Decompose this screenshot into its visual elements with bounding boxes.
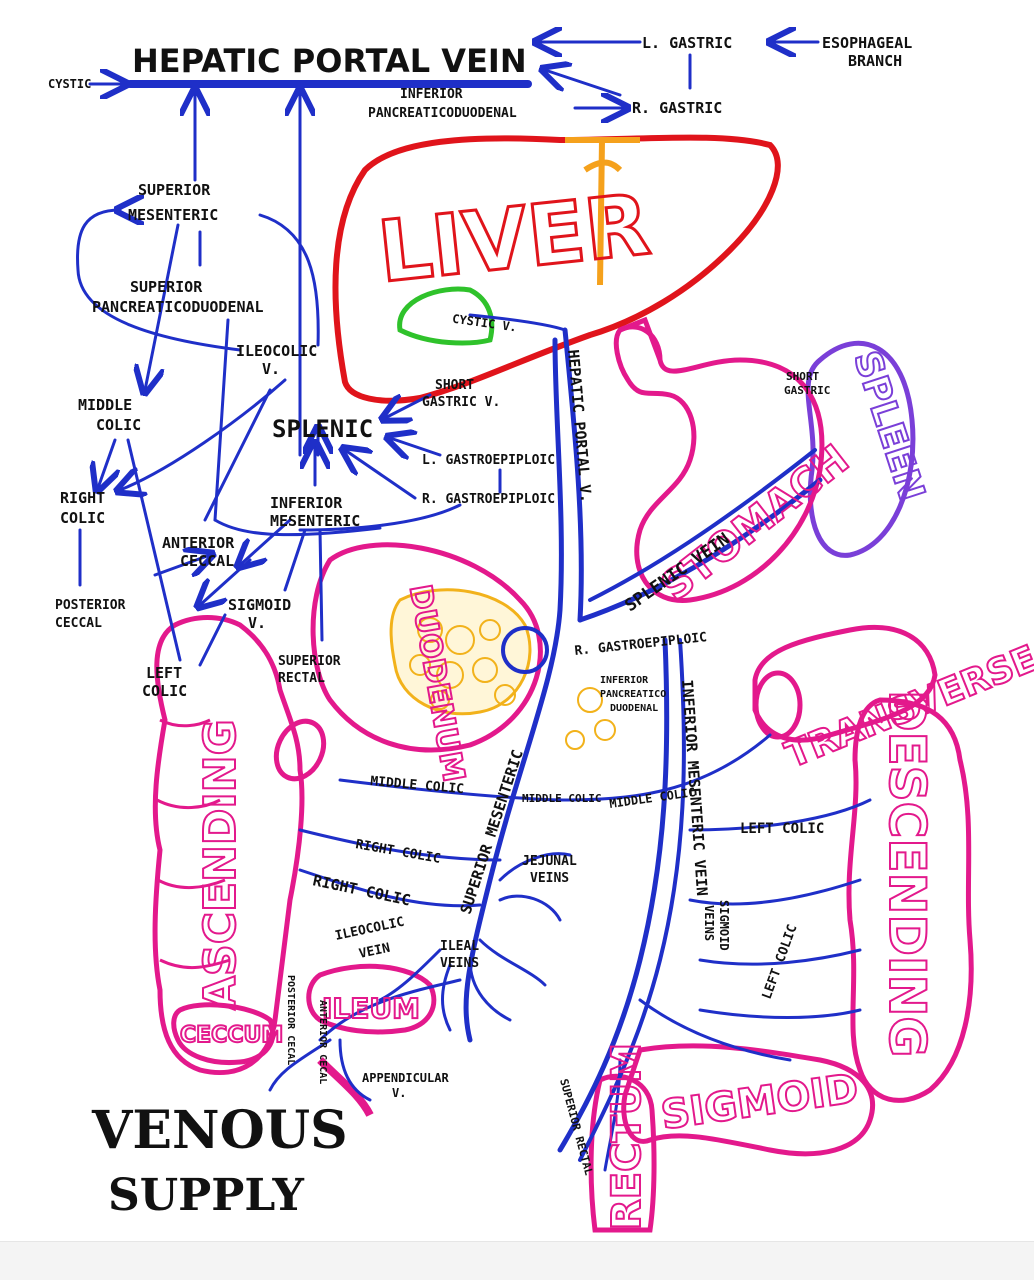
organ-liver: LIVER	[374, 175, 655, 301]
label-ileocolic-vein-2: VEIN	[358, 941, 392, 962]
label-sigmoid-v-2: V.	[248, 614, 266, 632]
label-inf-panc-duod-2: PANCREATICODUODENAL	[368, 106, 517, 121]
organ-rectum: RECTUM	[604, 1043, 650, 1230]
label-inf-panc-duod-small-1: INFERIOR	[600, 675, 649, 686]
label-ileocolic-2: V.	[262, 360, 280, 378]
label-jejunal-2: VEINS	[530, 871, 569, 886]
vein-network	[76, 42, 872, 1172]
label-inf-panc-duod-small-3: DUODENAL	[610, 703, 658, 714]
title-hepatic-portal-vein: HEPATIC PORTAL VEIN	[132, 42, 527, 80]
label-short-gastric-r-2: GASTRIC	[784, 384, 830, 397]
label-left-colic-inline-1: LEFT COLIC	[740, 821, 824, 837]
label-left-colic-2: COLIC	[142, 682, 187, 700]
transverse-cut-end	[753, 670, 803, 740]
cecum	[171, 1002, 276, 1066]
liver-outline	[332, 134, 781, 404]
gallbladder-outline	[397, 286, 495, 346]
label-short-gastric-r-1: SHORT	[786, 370, 819, 383]
label-sup-panc-duod-2: PANCREATICODUODENAL	[92, 298, 264, 316]
label-anterior-cecal-vert: ANTERIOR CECAL	[317, 1000, 328, 1084]
organ-spleen: SPLEEN	[845, 346, 932, 506]
label-ileocolic-vein-1: ILEOCOLIC	[334, 915, 406, 944]
label-right-colic-2: COLIC	[60, 509, 105, 527]
label-superior-rectal-1: SUPERIOR	[278, 654, 341, 669]
label-sigmoid-veins-2: VEINS	[702, 905, 716, 941]
spleen-outline	[805, 340, 916, 558]
sigmoid-colon	[621, 1043, 876, 1157]
label-short-gastric-2: GASTRIC V.	[422, 395, 500, 410]
label-right-colic-1: RIGHT	[60, 489, 105, 507]
organ-sigmoid: SIGMOID	[658, 1066, 861, 1139]
organ-descending: DESCENDING	[878, 690, 936, 1057]
label-sigmoid-v-1: SIGMOID	[228, 596, 291, 614]
label-sup-mesenteric-2: MESENTERIC	[128, 206, 218, 224]
label-anterior-cecal-1: ANTERIOR	[162, 534, 235, 552]
label-middle-colic-2: COLIC	[96, 416, 141, 434]
transverse-colon	[752, 624, 938, 743]
label-hepatic-portal-v: HEPATIC PORTAL V.	[564, 349, 595, 504]
label-short-gastric-1: SHORT	[435, 378, 474, 393]
label-ileal-1: ILEAL	[440, 939, 479, 954]
duodenal-lumen	[501, 626, 549, 674]
label-inf-mesenteric-2: MESENTERIC	[270, 512, 360, 530]
label-l-gastric: L. GASTRIC	[642, 34, 732, 52]
label-inf-mesenteric-1: INFERIOR	[270, 494, 343, 512]
label-splenic: SPLENIC	[272, 415, 373, 443]
label-cystic-v: CYSTIC V.	[451, 312, 517, 335]
label-inf-panc-duod-small-2: PANCREATICO	[600, 689, 666, 700]
label-inf-panc-duod-1: INFERIOR	[400, 87, 463, 102]
ascending-haustra	[156, 718, 231, 970]
label-r-gastroepiploic: R. GASTROEPIPLOIC	[422, 492, 555, 507]
rectum	[588, 1073, 657, 1233]
stomach-outline	[613, 324, 825, 603]
label-cystic: CYSTIC	[48, 77, 91, 91]
footer-title-supply: SUPPLY	[108, 1170, 304, 1221]
label-posterior-cecal-vert: POSTERIOR CECAL	[285, 975, 296, 1065]
organ-cecum: CECCUM	[180, 1023, 283, 1048]
label-r-gastric: R. GASTRIC	[632, 99, 722, 117]
label-ileal-2: VEINS	[440, 956, 479, 971]
label-r-gastroepiploic-lower: R. GASTROEPIPLOIC	[574, 630, 708, 659]
label-sup-panc-duod-1: SUPERIOR	[130, 278, 203, 296]
ileum	[306, 963, 437, 1035]
label-appendicular-1: APPENDICULAR	[362, 1071, 449, 1085]
page-footer-bar	[0, 1241, 1034, 1280]
label-jejunal-1: JEJUNAL	[522, 854, 577, 869]
footer-title-venous: VENOUS	[91, 1100, 348, 1161]
diagram-canvas: LIVER SPLEEN STOMACH DUODENUM TRANSVERSE…	[48, 0, 1034, 1233]
descending-colon	[846, 697, 974, 1103]
label-superior-rectal-2: RECTAL	[278, 671, 325, 686]
label-posterior-cecal-2: CECCAL	[55, 616, 102, 631]
label-l-gastroepiploic: L. GASTROEPIPLOIC	[422, 453, 555, 468]
label-esophageal-2: BRANCH	[848, 52, 902, 70]
label-esophageal-1: ESOPHAGEAL	[822, 34, 912, 52]
label-middle-colic-inline-2: MIDDLE COLIC	[522, 792, 601, 805]
organ-ascending: ASCENDING	[195, 719, 246, 1010]
label-ileocolic-1: ILEOCOLIC	[236, 342, 317, 360]
label-appendicular-2: V.	[392, 1086, 406, 1100]
liver-ligament	[565, 137, 640, 286]
label-sigmoid-veins-1: SIGMOID	[717, 900, 731, 951]
label-anterior-cecal-2: CECCAL	[180, 552, 234, 570]
label-right-colic-inline-2: RIGHT COLIC	[311, 871, 412, 909]
label-middle-colic-1: MIDDLE	[78, 396, 132, 414]
label-posterior-cecal-1: POSTERIOR	[55, 598, 126, 613]
duodenum-outline	[310, 542, 543, 753]
organ-stomach: STOMACH	[653, 436, 858, 610]
organ-ileum: ILEUM	[322, 992, 420, 1025]
label-left-colic-1: LEFT	[146, 664, 182, 682]
esophagus-stub	[619, 316, 663, 361]
label-sup-mesenteric-1: SUPERIOR	[138, 181, 211, 199]
appendix	[317, 1057, 374, 1117]
label-right-colic-inline-1: RIGHT COLIC	[354, 837, 441, 867]
ascending-cut-end	[273, 718, 327, 782]
pancreas-lobules	[409, 617, 616, 750]
